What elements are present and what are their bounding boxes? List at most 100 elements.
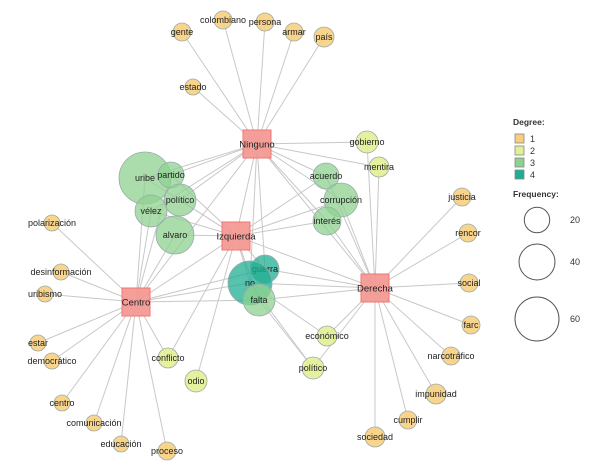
word-node-alvaro[interactable]: alvaro	[155, 215, 195, 255]
edge-izquierda-corrupcion	[235, 199, 342, 237]
word-node-impunidad[interactable]: impunidad	[415, 383, 457, 405]
word-node-democratico[interactable]: democrático	[27, 352, 77, 370]
word-circle	[398, 410, 418, 430]
hub-node-centro[interactable]: Centro	[121, 287, 151, 317]
edge-ninguno-guerra	[256, 143, 266, 270]
word-node-persona[interactable]: persona	[249, 12, 282, 32]
edge-derecha-mentira	[374, 166, 380, 289]
word-label: gobierno	[349, 137, 384, 147]
edge-centro-centro_w	[61, 301, 137, 404]
word-label: desinformación	[30, 267, 91, 277]
hub-node-izquierda[interactable]: Izquierda	[216, 221, 256, 251]
word-node-cumplir[interactable]: cumplir	[393, 410, 423, 430]
word-node-uribismo[interactable]: uribismo	[28, 285, 62, 303]
edge-izquierda-conflicto	[167, 235, 237, 359]
word-circle	[172, 22, 192, 42]
edge-derecha-rencor	[374, 232, 469, 289]
word-label: proceso	[151, 446, 183, 456]
word-label: uribe	[135, 173, 155, 183]
edge-izquierda-derecha	[235, 235, 376, 289]
word-node-desinformacion[interactable]: desinformación	[30, 263, 92, 281]
legend-degree-label: 4	[530, 170, 535, 180]
word-circle	[255, 12, 275, 32]
word-label: sociedad	[357, 432, 393, 442]
word-node-farc[interactable]: farc	[461, 315, 481, 335]
hub-square	[221, 221, 251, 251]
legend-degree-title: Degree:	[513, 117, 545, 127]
edge-derecha-falta	[258, 287, 376, 301]
word-label: mentira	[364, 162, 394, 172]
legend-degree-swatch-1	[514, 133, 525, 144]
hub-node-ninguno[interactable]: Ninguno	[239, 129, 275, 159]
word-node-velez[interactable]: vélez	[134, 194, 168, 228]
hub-node-derecha[interactable]: Derecha	[357, 273, 394, 303]
word-circle	[458, 223, 478, 243]
word-circle	[441, 346, 461, 366]
word-label: justicia	[447, 192, 476, 202]
word-node-estado[interactable]: estado	[179, 78, 207, 96]
word-node-economico[interactable]: económico	[305, 325, 349, 347]
word-node-falta[interactable]: falta	[242, 283, 276, 317]
word-node-rencor[interactable]: rencor	[455, 223, 481, 243]
word-node-odio[interactable]: odio	[184, 369, 208, 393]
word-label: partido	[157, 170, 185, 180]
word-circle	[43, 352, 61, 370]
legend-degree-label: 2	[530, 146, 535, 156]
word-node-centro_w[interactable]: centro	[49, 394, 75, 412]
word-label: alvaro	[163, 230, 188, 240]
word-node-sociedad[interactable]: sociedad	[357, 426, 393, 448]
legend-frequency-label: 40	[570, 257, 580, 267]
word-circle	[459, 273, 479, 293]
word-node-conflicto[interactable]: conflicto	[151, 347, 185, 369]
edge-ninguno-mentira	[256, 143, 380, 168]
word-node-social[interactable]: social	[457, 273, 481, 293]
edge-ninguno-persona	[256, 21, 266, 145]
word-node-proceso[interactable]: proceso	[151, 441, 183, 461]
word-node-polarizacion[interactable]: polarización	[28, 214, 76, 232]
edge-izquierda-interes	[235, 220, 328, 237]
word-circle	[157, 347, 179, 369]
word-circle	[184, 78, 202, 96]
word-label: uribismo	[28, 289, 62, 299]
word-label: económico	[305, 331, 349, 341]
word-label: democrático	[27, 356, 76, 366]
legend-frequency-label: 20	[570, 215, 580, 225]
legend-degree-label: 3	[530, 158, 535, 168]
word-node-gente[interactable]: gente	[171, 22, 194, 42]
word-circle	[316, 325, 338, 347]
word-node-armar[interactable]: armar	[282, 22, 306, 42]
edge-derecha-cumplir	[374, 287, 409, 421]
edge-izquierda-ninguno	[235, 143, 258, 237]
word-node-gobierno[interactable]: gobierno	[349, 130, 385, 154]
word-node-acuerdo[interactable]: acuerdo	[310, 162, 343, 190]
word-circle	[85, 414, 103, 432]
word-circle	[284, 22, 304, 42]
word-node-pais[interactable]: país	[313, 26, 335, 48]
word-node-politico_bottom[interactable]: político	[299, 356, 328, 380]
word-node-justicia[interactable]: justicia	[447, 187, 476, 207]
edge-centro-ninguno	[135, 143, 258, 303]
word-label: comunicación	[66, 418, 121, 428]
word-node-mentira[interactable]: mentira	[364, 156, 394, 178]
word-label: interés	[313, 216, 341, 226]
legend-frequency-title: Frequency:	[513, 189, 559, 199]
word-label: político	[166, 195, 195, 205]
word-node-comunicacion[interactable]: comunicación	[66, 414, 122, 432]
legend-degree-swatch-3	[514, 157, 525, 168]
word-node-colombiano[interactable]: colombiano	[200, 10, 246, 30]
edge-derecha-guerra	[264, 268, 376, 289]
word-label: falta	[250, 295, 267, 305]
word-label: educación	[100, 439, 141, 449]
word-node-estar[interactable]: estar	[28, 334, 48, 352]
word-node-educacion[interactable]: educación	[100, 435, 142, 453]
word-node-politico_top[interactable]: político	[163, 183, 197, 217]
word-label: persona	[249, 17, 282, 27]
word-node-narcotrafico[interactable]: narcotráfico	[427, 346, 475, 366]
word-node-interes[interactable]: interés	[312, 206, 342, 236]
word-label: social	[457, 278, 480, 288]
edge-centro-estar	[37, 301, 137, 344]
edge-derecha-impunidad	[374, 287, 437, 395]
edge-centro-proceso	[135, 301, 168, 452]
